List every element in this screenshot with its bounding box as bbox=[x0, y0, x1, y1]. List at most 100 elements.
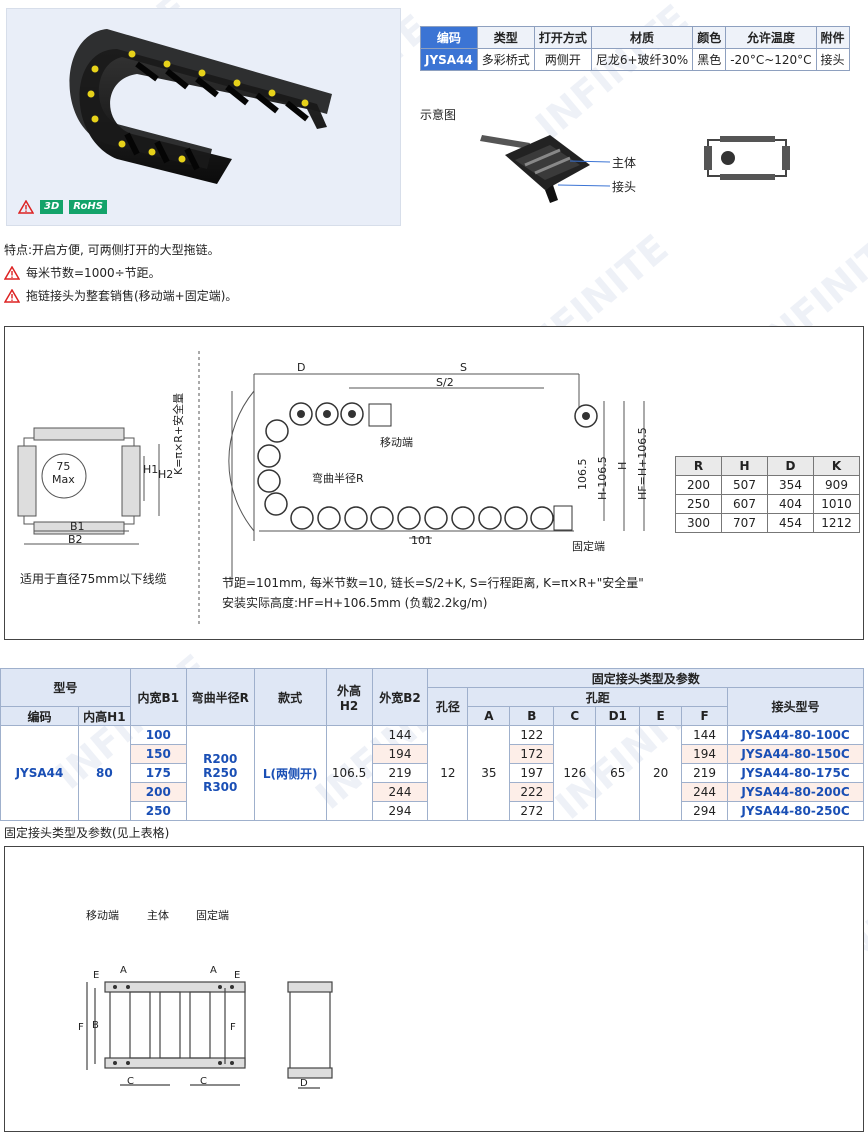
b1-label: B1 bbox=[70, 520, 85, 533]
rhdk-cell: 300 bbox=[675, 513, 722, 533]
rhdk-cell: 1212 bbox=[813, 513, 860, 533]
callout-body: 主体 bbox=[612, 156, 637, 170]
cell-joint-model: JYSA44-80-100C bbox=[727, 725, 864, 745]
parameter-table: 型号 内宽B1 弯曲半径R 款式 外高H2 外宽B2 固定接头类型及参数 孔径 … bbox=[0, 668, 864, 821]
cell-b: 172 bbox=[509, 744, 555, 764]
k-formula-label: K=π×R+安全量 bbox=[172, 392, 185, 475]
header-code: 编码 bbox=[0, 706, 79, 726]
cell-b: 197 bbox=[509, 763, 555, 783]
spec-header: 允许温度 bbox=[725, 26, 817, 49]
bottom-moving-end-label: 移动端 bbox=[86, 909, 119, 922]
drag-chain-product-image bbox=[69, 29, 332, 184]
dim-c-right: C bbox=[200, 1076, 207, 1087]
rhdk-header: H bbox=[721, 456, 768, 476]
spec-cell: -20°C~120°C bbox=[725, 48, 817, 71]
spec-cell: 接头 bbox=[815, 48, 850, 71]
header-b: B bbox=[509, 706, 555, 726]
header-pitch: 孔距 bbox=[467, 687, 729, 707]
feature-text: 每米节数=1000÷节距。 bbox=[26, 266, 161, 280]
header-c: C bbox=[553, 706, 597, 726]
dim-d: D bbox=[300, 1078, 308, 1089]
cell-b2: 294 bbox=[371, 801, 429, 821]
dim-106-5: 106.5 bbox=[576, 458, 589, 491]
schematic-link-drawing bbox=[480, 135, 611, 203]
rhdk-cell: 909 bbox=[813, 475, 860, 495]
dim-b: B bbox=[92, 1020, 99, 1031]
spec-header: 材质 bbox=[590, 26, 694, 49]
max-diameter-label: 75 Max bbox=[52, 460, 75, 486]
cell-e: 20 bbox=[639, 725, 683, 821]
dim-f-right: F bbox=[230, 1022, 236, 1033]
cell-b1: 175 bbox=[129, 763, 187, 783]
rhdk-cell: 354 bbox=[767, 475, 814, 495]
cell-b1: 150 bbox=[129, 744, 187, 764]
r-h-d-k-table: R H D K 200 507 354 909 250 607 404 1010… bbox=[675, 456, 860, 533]
feature-line: 拖链接头为整套销售(移动端+固定端)。 bbox=[4, 287, 237, 304]
header-d1: D1 bbox=[595, 706, 641, 726]
spec-table: 编码 类型 打开方式 材质 颜色 允许温度 附件 JYSA44 多彩桥式 两侧开… bbox=[420, 26, 850, 71]
rhdk-cell: 507 bbox=[721, 475, 768, 495]
cell-b: 122 bbox=[509, 725, 555, 745]
cell-f: 244 bbox=[681, 782, 729, 802]
dim-e-right: E bbox=[234, 970, 241, 981]
drawing-note-2: 安装实际高度:HF=H+106.5mm (负载2.2kg/m) bbox=[222, 596, 488, 610]
header-style: 款式 bbox=[253, 668, 327, 726]
cell-a: 35 bbox=[467, 725, 511, 821]
header-inner-height: 内高H1 bbox=[77, 706, 131, 726]
rhdk-cell: 200 bbox=[675, 475, 722, 495]
cell-b2: 219 bbox=[371, 763, 429, 783]
dim-d: D bbox=[297, 361, 306, 374]
rhdk-cell: 607 bbox=[721, 494, 768, 514]
rhdk-cell: 250 bbox=[675, 494, 722, 514]
warning-icon bbox=[4, 265, 20, 280]
bend-radius-label: 弯曲半径R bbox=[312, 472, 364, 485]
cell-joint-model: JYSA44-80-175C bbox=[727, 763, 864, 783]
header-outer-height: 外高H2 bbox=[325, 668, 373, 726]
cell-f: 294 bbox=[681, 801, 729, 821]
header-bend-radius: 弯曲半径R bbox=[185, 668, 255, 726]
cell-joint-model: JYSA44-80-150C bbox=[727, 744, 864, 764]
cell-b: 222 bbox=[509, 782, 555, 802]
spec-header: 打开方式 bbox=[533, 26, 592, 49]
cell-b2: 244 bbox=[371, 782, 429, 802]
fixed-end-label: 固定端 bbox=[572, 540, 605, 553]
spec-header: 附件 bbox=[815, 26, 850, 49]
header-a: A bbox=[467, 706, 511, 726]
cell-code: JYSA44 bbox=[0, 725, 79, 821]
dim-e-left: E bbox=[93, 970, 100, 981]
feature-line: 特点:开启方便, 可两侧打开的大型拖链。 bbox=[4, 241, 220, 258]
header-hole: 孔径 bbox=[427, 687, 469, 726]
header-f: F bbox=[681, 706, 729, 726]
cell-f: 194 bbox=[681, 744, 729, 764]
cell-outer-height: 106.5 bbox=[325, 725, 373, 821]
spec-header: 类型 bbox=[476, 26, 535, 49]
rhdk-cell: 1010 bbox=[813, 494, 860, 514]
dim-h: H bbox=[616, 461, 629, 470]
bottom-fixed-end-label: 固定端 bbox=[196, 909, 229, 922]
rhdk-cell: 454 bbox=[767, 513, 814, 533]
rhdk-header: R bbox=[675, 456, 722, 476]
callout-joint: 接头 bbox=[612, 180, 637, 194]
schematic-label: 示意图 bbox=[420, 108, 457, 122]
cell-f: 219 bbox=[681, 763, 729, 783]
header-e: E bbox=[639, 706, 683, 726]
spec-cell: 多彩桥式 bbox=[476, 48, 535, 71]
product-image-card bbox=[6, 8, 401, 226]
cross-section-drawing bbox=[704, 136, 790, 180]
header-outer-width: 外宽B2 bbox=[371, 668, 429, 726]
feature-line: 每米节数=1000÷节距。 bbox=[4, 264, 161, 281]
fixed-joint-caption: 固定接头类型及参数(见上表格) bbox=[4, 826, 170, 840]
cell-inner-height: 80 bbox=[77, 725, 131, 821]
rohs-badge: RoHS bbox=[69, 200, 107, 214]
dim-c-left: C bbox=[127, 1076, 134, 1087]
spec-cell: 尼龙6+玻纤30% bbox=[590, 48, 694, 71]
spec-cell: JYSA44 bbox=[420, 48, 478, 71]
cell-b1: 250 bbox=[129, 801, 187, 821]
joint-dimension-drawing bbox=[86, 981, 333, 1089]
pitch-label: 101 bbox=[411, 534, 432, 547]
cell-d1: 65 bbox=[595, 725, 641, 821]
3d-badge: 3D bbox=[40, 200, 64, 214]
spec-cell: 两侧开 bbox=[533, 48, 592, 71]
cell-b2: 194 bbox=[371, 744, 429, 764]
moving-end-label: 移动端 bbox=[380, 436, 413, 449]
